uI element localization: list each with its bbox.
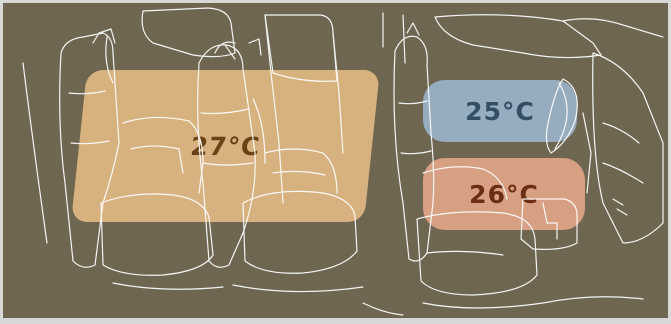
dashboard (593, 53, 663, 243)
steering-wheel (546, 79, 577, 153)
driver-seat-cushion (417, 212, 537, 295)
rear-window-outline (142, 8, 235, 57)
car-interior-outline (3, 3, 668, 318)
rear-seat-back-left (60, 33, 119, 267)
front-window-outline (435, 15, 601, 58)
middle-window-outline (265, 15, 337, 81)
middle-seat-back (198, 45, 256, 267)
middle-seat-cushion (243, 191, 357, 273)
driver-seat-back (394, 36, 434, 261)
car-interior-panel: 27°C 25°C 26°C (3, 3, 668, 318)
rear-seat-cushion-left (101, 194, 213, 275)
